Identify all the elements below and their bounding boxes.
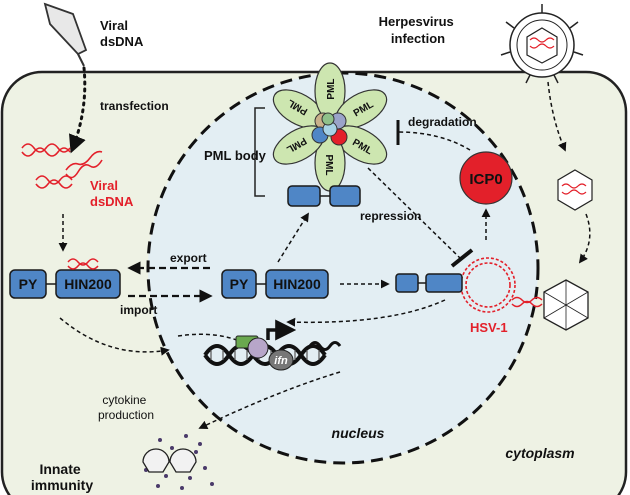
- innate-immunity-label: Innate immunity: [31, 461, 93, 493]
- pml-petal: PML: [335, 89, 388, 129]
- capsid-with-dna: [557, 169, 593, 211]
- ifi16-nucleus: PY HIN200: [221, 269, 329, 299]
- degradation-label: degradation: [408, 115, 477, 129]
- pml-bracket: [254, 107, 265, 197]
- capsid-releasing-dna: [511, 279, 589, 331]
- transfection-path: [68, 66, 87, 154]
- herpesvirus-label: Herpesvirus infection: [379, 14, 458, 46]
- svg-text:HIN200: HIN200: [273, 276, 321, 292]
- degradation-line: [397, 131, 471, 151]
- pml-petal-label: PML: [323, 154, 334, 175]
- repression-label: repression: [360, 209, 421, 223]
- ifi16-on-hsv1: [395, 273, 463, 293]
- cytoplasm-to-ifn-arrow: [59, 317, 170, 356]
- nucleus-label: nucleus: [332, 425, 385, 441]
- svg-text:PY: PY: [19, 276, 38, 292]
- cytoplasm-label: cytoplasm: [505, 445, 574, 461]
- ifn-gene-helix: ifn: [203, 319, 342, 371]
- cytokine-receptors: [142, 448, 197, 473]
- svg-text:HIN200: HIN200: [64, 276, 112, 292]
- syringe-icon: [43, 2, 88, 67]
- hin200-domain: [55, 269, 121, 299]
- herpesvirus-virion: [500, 4, 584, 84]
- pml-body-label: PML body: [204, 148, 267, 163]
- ifn-to-cytokine-arrow: [198, 371, 341, 429]
- virus-entry-arrow: [547, 81, 567, 152]
- hin200-domain-nuclear: [265, 269, 329, 299]
- to-pml-arrow: [277, 212, 309, 263]
- viral-dsdna-red-label: Viral dsDNA: [90, 178, 134, 209]
- hsv1-label: HSV-1: [470, 320, 508, 335]
- ifi16-in-pml: [287, 185, 361, 207]
- icp0-circle: [459, 151, 513, 205]
- import-label: import: [120, 303, 157, 317]
- ifi16-cytoplasm: PY HIN200: [9, 258, 121, 299]
- hsv-to-ifn-arrow: [286, 299, 446, 327]
- cytokine-label: cytokine production: [98, 393, 154, 422]
- transfection-label: transfection: [100, 99, 169, 113]
- viral-dsdna-strands: [21, 143, 103, 189]
- hsv1-genome: [460, 257, 516, 313]
- svg-text:PY: PY: [230, 276, 249, 292]
- pml-petal-label: PML: [326, 78, 337, 99]
- export-label: export: [170, 251, 207, 265]
- ifn-label: ifn: [274, 355, 288, 367]
- icp0-label: ICP0: [469, 171, 502, 188]
- cytokine-particles: [144, 434, 214, 490]
- repression-line: [367, 167, 461, 259]
- viral-dsdna-label: Viral dsDNA: [100, 18, 144, 49]
